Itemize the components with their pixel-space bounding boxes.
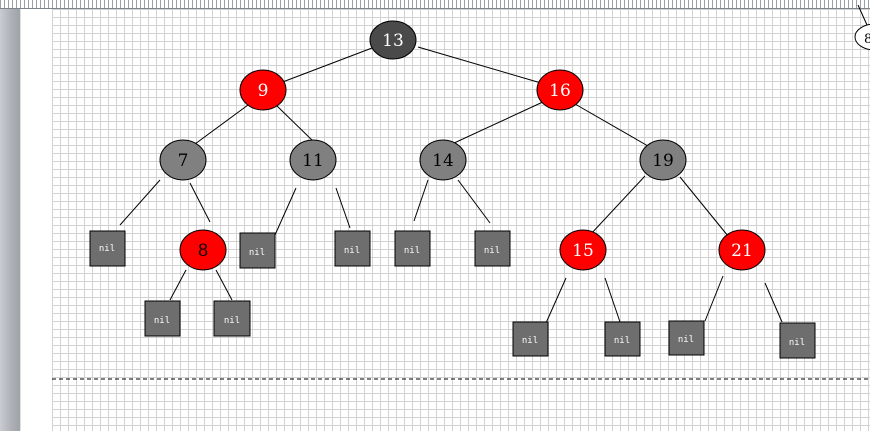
node-label: 11 — [302, 151, 324, 171]
edge-11-nil-left — [274, 187, 297, 236]
nil-label: nil — [99, 244, 115, 254]
nil-label: nil — [224, 316, 240, 326]
node-label: 16 — [549, 81, 571, 101]
edge-19-21 — [679, 176, 729, 237]
nil-leaf[interactable]: nil — [239, 232, 276, 269]
node-13[interactable]: 13 — [369, 20, 417, 60]
edge-11-nil-right — [335, 187, 351, 229]
node-label: 19 — [652, 151, 674, 171]
edge-7-nil — [119, 179, 161, 226]
nil-leaf[interactable]: nil — [604, 321, 641, 357]
node-label: 8 — [198, 241, 209, 261]
edge-9-7 — [194, 104, 249, 145]
nil-label: nil — [484, 246, 500, 256]
edge-13-9 — [279, 47, 373, 84]
ruler-strip — [0, 0, 870, 9]
nil-leaf[interactable]: nil — [668, 320, 705, 356]
node-8[interactable]: 8 — [179, 229, 227, 271]
edge-8-nil-right — [215, 269, 233, 301]
node-7[interactable]: 7 — [159, 139, 207, 181]
partial-node[interactable]: 8 — [854, 23, 870, 51]
edge-14-nil-right — [457, 179, 491, 224]
nil-leaf[interactable]: nil — [512, 321, 549, 357]
edge-offscreen — [857, 4, 868, 26]
node-9[interactable]: 9 — [239, 69, 287, 111]
nil-label: nil — [154, 316, 170, 326]
edge-16-14 — [451, 100, 546, 145]
node-21[interactable]: 21 — [718, 229, 766, 271]
node-label: 9 — [258, 81, 269, 101]
grid-canvas[interactable] — [52, 9, 870, 431]
nil-label: nil — [614, 336, 630, 346]
edge-13-16 — [417, 46, 542, 84]
node-label: 7 — [178, 151, 189, 171]
node-19[interactable]: 19 — [639, 139, 687, 181]
edge-7-8 — [189, 182, 211, 223]
node-label: 15 — [572, 241, 594, 261]
edge-16-19 — [574, 103, 649, 147]
nil-label: nil — [789, 338, 805, 348]
partial-node-label: 8 — [864, 32, 870, 47]
nil-leaf[interactable]: nil — [334, 230, 371, 267]
edge-14-nil-left — [413, 179, 429, 222]
node-11[interactable]: 11 — [289, 139, 337, 181]
edge-15-nil-right — [604, 277, 621, 323]
edge-15-nil-left — [545, 277, 567, 324]
node-14[interactable]: 14 — [419, 139, 467, 181]
nil-label: nil — [249, 248, 265, 258]
nil-leaf[interactable]: nil — [89, 230, 126, 267]
node-15[interactable]: 15 — [559, 229, 607, 271]
nil-label: nil — [678, 335, 694, 345]
edge-21-nil-left — [704, 275, 724, 322]
page-margin — [20, 9, 53, 431]
edge-9-11 — [276, 105, 315, 143]
nil-label: nil — [404, 246, 420, 256]
edge-8-nil-left — [169, 269, 187, 301]
nil-label: nil — [344, 246, 360, 256]
nil-leaf[interactable]: nil — [394, 230, 431, 267]
node-label: 14 — [432, 151, 454, 171]
nil-leaf[interactable]: nil — [779, 322, 816, 359]
nil-leaf[interactable]: nil — [474, 230, 511, 267]
left-scrollbar[interactable] — [0, 9, 20, 431]
node-label: 13 — [382, 31, 404, 51]
edge-19-15 — [589, 175, 646, 236]
tree-edges — [119, 4, 868, 324]
nil-label: nil — [522, 336, 538, 346]
nil-leaf[interactable]: nil — [213, 300, 251, 337]
nil-leaf[interactable]: nil — [144, 300, 181, 337]
node-label: 21 — [731, 241, 753, 261]
edge-21-nil-right — [764, 282, 783, 323]
node-16[interactable]: 16 — [536, 69, 584, 111]
